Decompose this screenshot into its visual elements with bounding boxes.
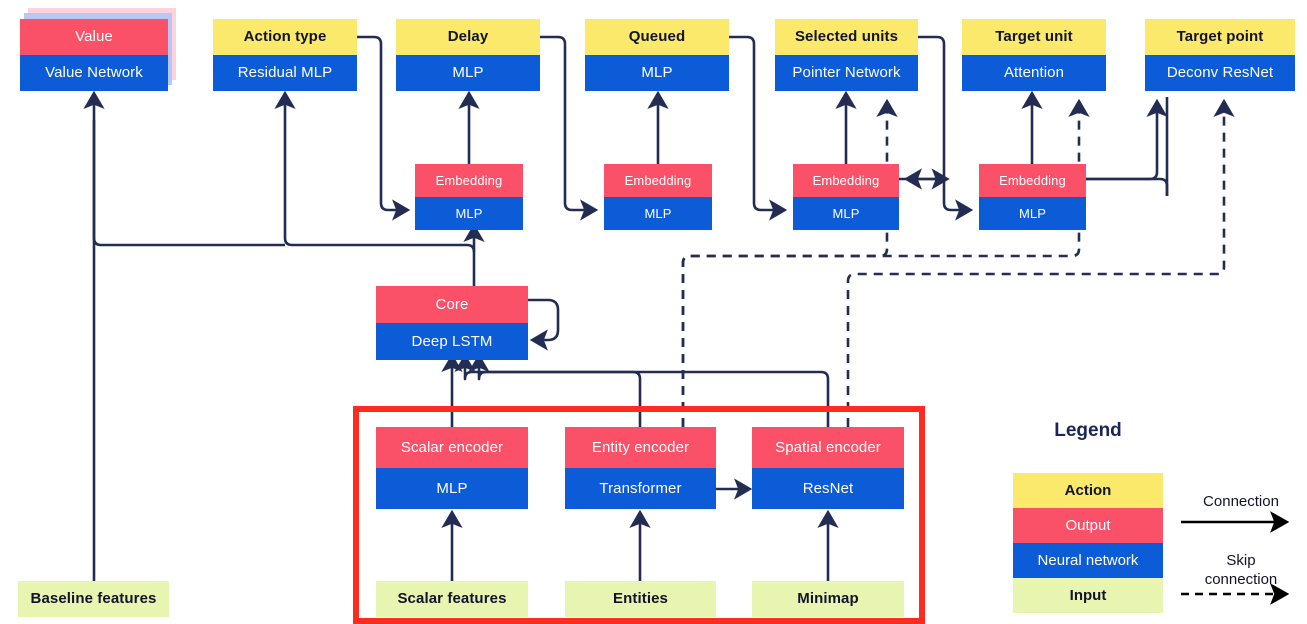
legend-swatch-input: Input	[1013, 578, 1163, 613]
encoder-node-spatial[interactable]: Spatial encoder ResNet	[752, 427, 904, 509]
output-node-delay-action: Delay	[396, 19, 540, 55]
output-node-action-type-action: Action type	[213, 19, 357, 55]
embedding-node-3-top: Embedding	[793, 164, 899, 197]
core-node-bottom: Deep LSTM	[376, 323, 528, 360]
legend-skip-label-line2: connection	[1204, 571, 1278, 588]
legend-swatch-action: Action	[1013, 473, 1163, 508]
output-node-action-type-network: Residual MLP	[213, 55, 357, 91]
output-node-selected-units[interactable]: Selected units Pointer Network	[775, 19, 918, 91]
output-node-selected-units-action: Selected units	[775, 19, 918, 55]
legend-swatch-neural-network: Neural network	[1013, 543, 1163, 578]
output-node-selected-units-network: Pointer Network	[775, 55, 918, 91]
core-node[interactable]: Core Deep LSTM	[376, 286, 528, 360]
embedding-node-3[interactable]: Embedding MLP	[793, 164, 899, 230]
output-node-delay-network: MLP	[396, 55, 540, 91]
encoder-node-entity[interactable]: Entity encoder Transformer	[565, 427, 716, 509]
embedding-node-1[interactable]: Embedding MLP	[415, 164, 523, 230]
input-node-entities[interactable]: Entities	[565, 581, 716, 617]
skip-entity-encoder-to-pointer-network	[681, 98, 898, 427]
legend-title: Legend	[1054, 420, 1122, 441]
output-node-target-unit-action: Target unit	[962, 19, 1106, 55]
wire-core-recurrent-loop	[528, 298, 560, 351]
skip-spatial-encoder-to-deconv-resnet	[846, 98, 1235, 427]
legend-swatch-output: Output	[1013, 508, 1163, 543]
output-node-target-unit[interactable]: Target unit Attention	[962, 19, 1106, 91]
input-node-scalar-features[interactable]: Scalar features	[376, 581, 528, 617]
encoder-node-scalar-top: Scalar encoder	[376, 427, 528, 468]
core-node-top: Core	[376, 286, 528, 323]
output-node-target-point[interactable]: Target point Deconv ResNet	[1145, 19, 1295, 91]
encoder-node-spatial-top: Spatial encoder	[752, 427, 904, 468]
embedding-node-4-top: Embedding	[979, 164, 1086, 197]
legend-skip-label-line1: Skip	[1226, 552, 1256, 569]
input-node-minimap[interactable]: Minimap	[752, 581, 904, 617]
output-node-queued-action: Queued	[585, 19, 729, 55]
embedding-node-4[interactable]: Embedding MLP	[979, 164, 1086, 230]
embedding-node-1-top: Embedding	[415, 164, 523, 197]
output-node-value-network: Value Network	[20, 55, 168, 91]
legend-connection-label: Connection	[1203, 493, 1279, 510]
skip-entity-encoder-to-attention	[681, 98, 1090, 427]
encoder-highlight-box	[353, 406, 925, 624]
input-node-baseline-features[interactable]: Baseline features	[18, 581, 169, 617]
encoder-node-spatial-bottom: ResNet	[752, 468, 904, 509]
embedding-node-1-bottom: MLP	[415, 197, 523, 230]
wire-core-to-value-trunk	[92, 120, 285, 247]
wire-embedding4-to-target-point	[1086, 98, 1168, 181]
embedding-node-4-bottom: MLP	[979, 197, 1086, 230]
output-node-queued[interactable]: Queued MLP	[585, 19, 729, 91]
wire-embedding4-right-link	[1086, 177, 1169, 196]
output-node-target-unit-network: Attention	[962, 55, 1106, 91]
embedding-node-2-top: Embedding	[604, 164, 712, 197]
output-node-value-action: Value	[20, 19, 168, 55]
wire-selected-units-to-embedding4	[918, 35, 974, 221]
encoder-node-scalar-bottom: MLP	[376, 468, 528, 509]
output-node-target-point-network: Deconv ResNet	[1145, 55, 1295, 91]
encoder-node-entity-bottom: Transformer	[565, 468, 716, 509]
encoder-node-scalar[interactable]: Scalar encoder MLP	[376, 427, 528, 509]
encoder-node-entity-top: Entity encoder	[565, 427, 716, 468]
output-node-target-point-action: Target point	[1145, 19, 1295, 55]
output-node-action-type[interactable]: Action type Residual MLP	[213, 19, 357, 91]
embedding-node-2-bottom: MLP	[604, 197, 712, 230]
wire-queued-to-embedding3	[729, 35, 788, 221]
output-node-delay[interactable]: Delay MLP	[396, 19, 540, 91]
output-node-value[interactable]: Value Value Network	[20, 19, 168, 91]
embedding-node-2[interactable]: Embedding MLP	[604, 164, 712, 230]
output-node-queued-network: MLP	[585, 55, 729, 91]
embedding-node-3-bottom: MLP	[793, 197, 899, 230]
